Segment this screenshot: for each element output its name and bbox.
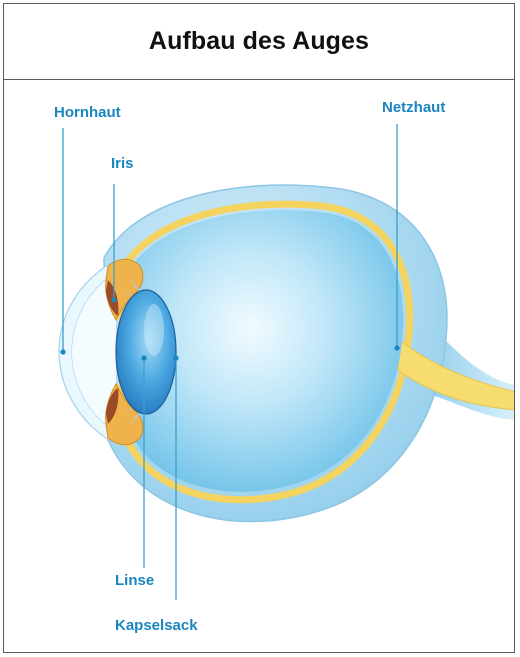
eye-illustration: Hornhaut Iris Netzhaut Linse Kapselsack xyxy=(4,80,515,653)
label-cornea: Hornhaut xyxy=(54,104,121,121)
eye-diagram: Hornhaut Iris Netzhaut Linse Kapselsack xyxy=(4,80,515,653)
lens-highlight xyxy=(144,304,164,356)
label-lens: Linse xyxy=(115,572,154,589)
page-title: Aufbau des Auges xyxy=(149,27,369,56)
title-bar: Aufbau des Auges xyxy=(4,4,514,80)
label-capsule: Kapselsack xyxy=(115,617,198,634)
label-retina: Netzhaut xyxy=(382,99,445,116)
label-iris: Iris xyxy=(111,155,134,172)
lens xyxy=(116,290,176,414)
diagram-frame: Aufbau des Auges xyxy=(3,3,515,653)
